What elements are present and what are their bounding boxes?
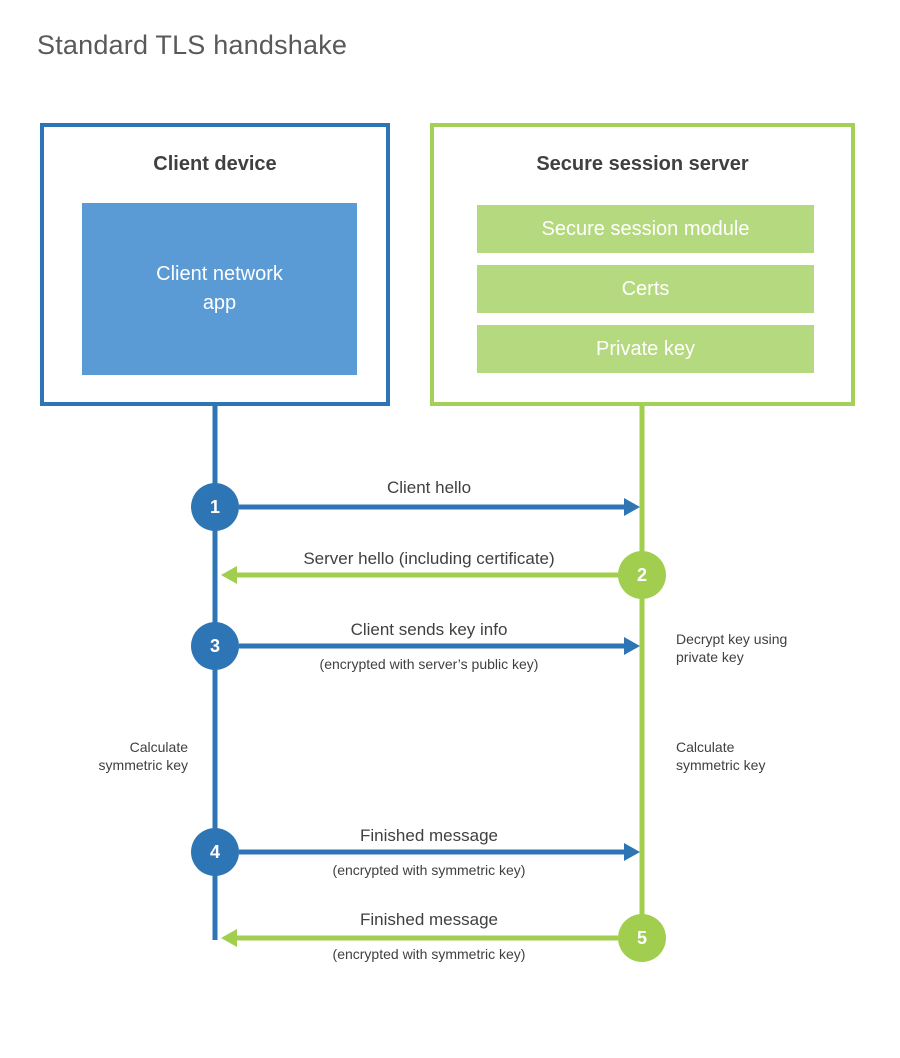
server-module-secure-session: Secure session module [477,205,814,253]
client-device-box: Client device Client network app [40,123,390,406]
step-4-marker: 4 [191,828,239,876]
client-network-app-box: Client network app [82,203,357,375]
step-2-number: 2 [636,564,647,585]
note-calc-symmetric-server: Calculate symmetric key [676,739,766,773]
arrowhead-server-hello [221,566,237,584]
note-calc-symmetric-client: Calculate symmetric key [98,739,188,773]
step-3-label: Client sends key info [350,620,508,639]
arrowhead-client-hello [624,498,640,516]
secure-session-server-title: Secure session server [536,153,749,175]
step-4-label: Finished message [360,826,498,845]
step-3-marker: 3 [191,622,239,670]
step-5-label: Finished message [360,910,498,929]
note-decrypt-key: Decrypt key using private key [676,631,788,665]
step-3-sublabel: (encrypted with server’s public key) [319,656,539,672]
step-1-label: Client hello [386,478,472,497]
page-title: Standard TLS handshake [37,30,348,60]
server-module-private-key: Private key [477,325,814,373]
step-3-number: 3 [209,635,220,656]
step-1-marker: 1 [191,483,239,531]
arrowhead-finished-client [624,843,640,861]
server-module-certs: Certs [477,265,814,313]
secure-session-server-box: Secure session server Secure session mod… [430,123,855,406]
step-1-number: 1 [209,496,220,517]
step-4-number: 4 [209,841,220,862]
step-5-sublabel: (encrypted with symmetric key) [332,946,526,962]
step-5-number: 5 [636,927,647,948]
arrowhead-key-info [624,637,640,655]
step-5-marker: 5 [618,914,666,962]
step-2-marker: 2 [618,551,666,599]
client-device-title: Client device [153,153,277,175]
step-2-label: Server hello (including certificate) [303,549,555,568]
arrowhead-finished-server [221,929,237,947]
client-network-app-label: Client network app [156,263,283,314]
step-4-sublabel: (encrypted with symmetric key) [332,862,526,878]
